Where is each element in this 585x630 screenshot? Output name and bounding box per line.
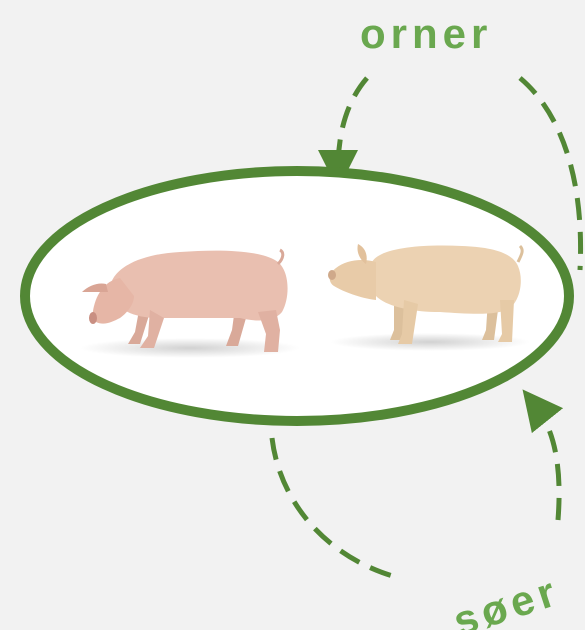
bottom-cycle-arrow-in: [535, 405, 559, 520]
top-cycle-arrow-in: [338, 78, 367, 170]
label-orner: orner: [360, 10, 492, 57]
label-soer: søer: [448, 567, 566, 630]
bottom-cycle-arc-out: [272, 438, 400, 578]
